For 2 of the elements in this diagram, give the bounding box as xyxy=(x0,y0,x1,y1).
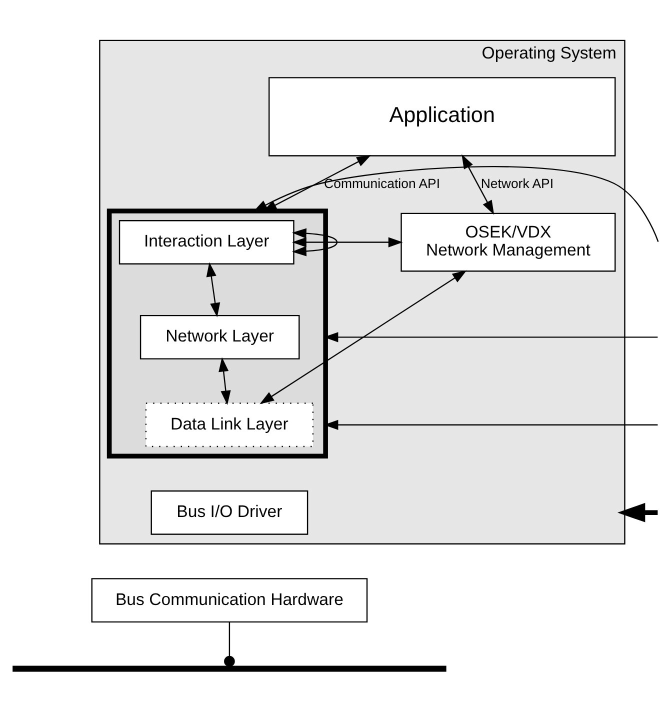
edge-label: Network API xyxy=(480,176,554,191)
edge-label: Communication API xyxy=(324,176,440,191)
